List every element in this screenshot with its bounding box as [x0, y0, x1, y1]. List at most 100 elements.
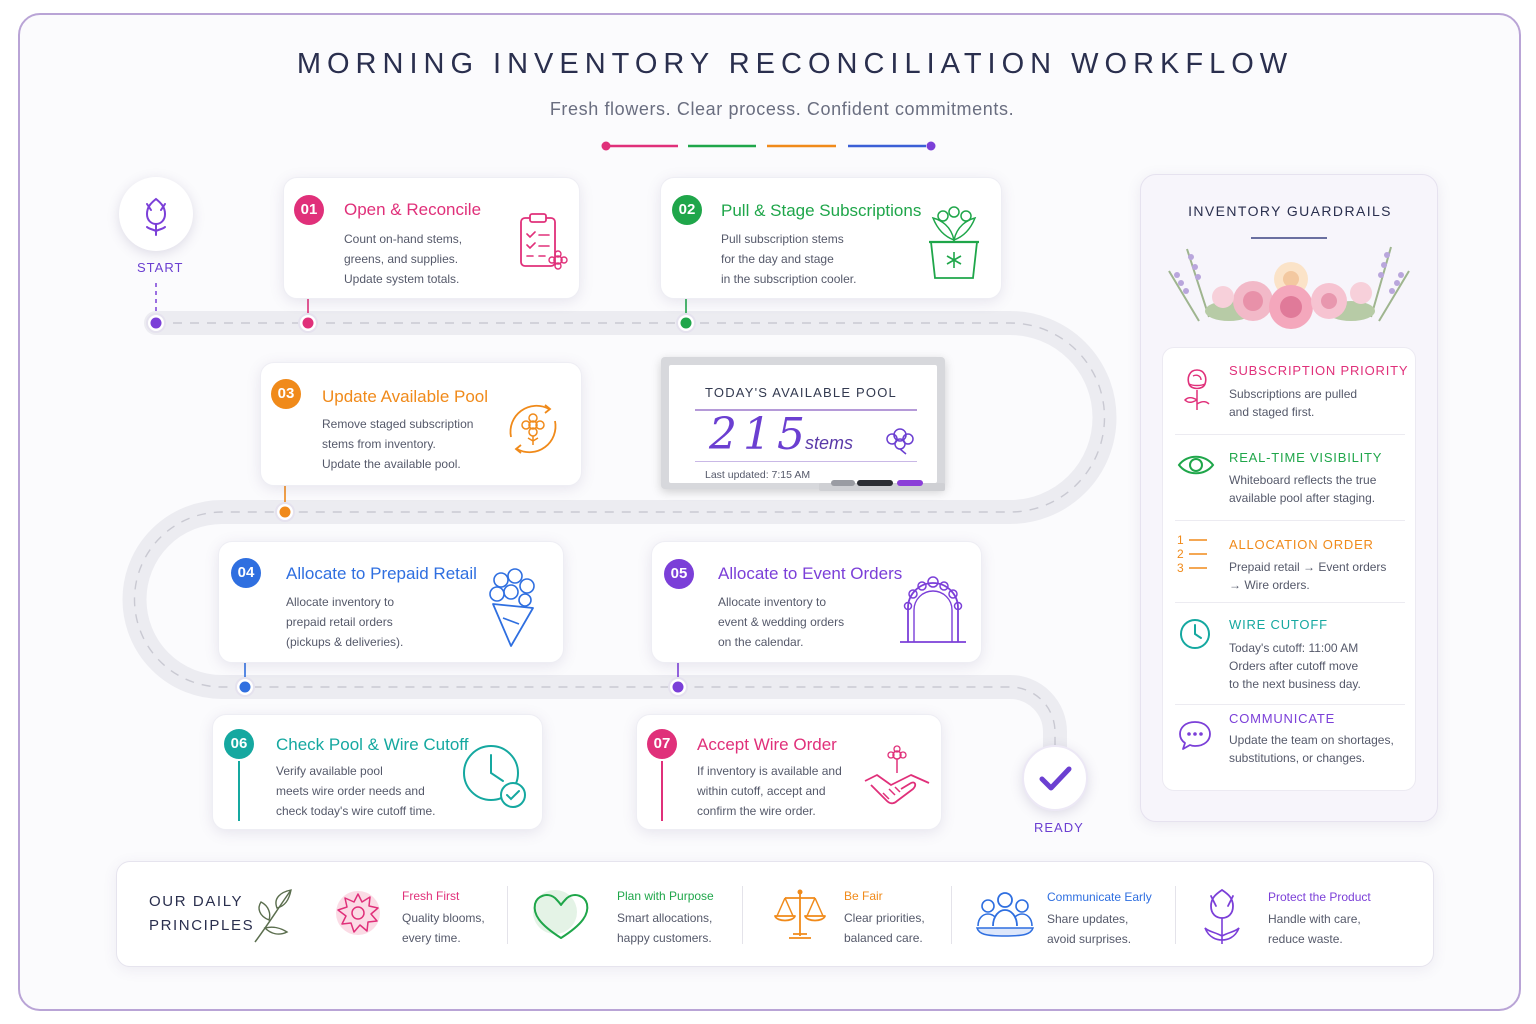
guardrail-communicate: COMMUNICATE Update the team on shortages…	[1163, 706, 1417, 790]
step-title-02: Pull & Stage Subscriptions	[721, 201, 922, 220]
floral-arch-icon	[900, 576, 966, 643]
whiteboard-heading: TODAY'S AVAILABLE POOL	[705, 385, 897, 400]
principle-title-1: Fresh First	[402, 889, 460, 903]
step-line-07	[661, 761, 663, 821]
step-badge-02: 02	[672, 195, 702, 225]
step-card-05: 05 Allocate to Event Orders Allocate inv…	[651, 541, 982, 663]
guardrail-body-1: Subscriptions are pulled and staged firs…	[1229, 387, 1358, 419]
step-title-05: Allocate to Event Orders	[718, 564, 903, 583]
step-card-01: 01 Open & Reconcile Count on-hand stems,…	[283, 177, 580, 299]
step-body-07: If inventory is available and within cut…	[697, 764, 842, 818]
rose-icon	[1183, 369, 1210, 410]
step-title-06: Check Pool & Wire Cutoff	[276, 735, 469, 754]
step-card-06: 06 Check Pool & Wire Cutoff Verify avail…	[212, 714, 543, 830]
step-card-02: 02 Pull & Stage Subscriptions Pull subsc…	[660, 177, 1002, 299]
chat-bubble-icon	[1179, 721, 1211, 750]
step-badge-06: 06	[224, 729, 254, 759]
ready-node	[1022, 745, 1088, 811]
checkmark-icon	[1039, 766, 1072, 791]
svg-text:2: 2	[1177, 547, 1184, 561]
principle-communicate-early: Communicate Early Share updates, avoid s…	[975, 862, 1175, 968]
guardrail-title-2: REAL-TIME VISIBILITY	[1229, 450, 1383, 465]
eye-icon	[1177, 455, 1215, 475]
start-node	[119, 177, 193, 251]
guardrail-separator	[1175, 704, 1405, 705]
daily-principles-bar: OUR DAILY PRINCIPLES Fresh First Quality…	[116, 861, 1434, 967]
principle-body-2: Smart allocations, happy customers.	[617, 911, 713, 945]
plant-cooler-icon	[929, 206, 979, 279]
step-badge-05: 05	[664, 559, 694, 589]
ready-label: READY	[1034, 820, 1084, 835]
numbered-list-icon: 1 2 3	[1177, 534, 1207, 574]
step-card-03: 03 Update Available Pool Remove staged s…	[260, 362, 582, 486]
step-line-06	[238, 761, 240, 821]
guardrail-separator	[1175, 602, 1405, 603]
principle-body-5: Handle with care, reduce waste.	[1268, 912, 1361, 946]
guardrail-real-time-visibility: REAL-TIME VISIBILITY Whiteboard reflects…	[1163, 436, 1417, 520]
guardrail-body-2: Whiteboard reflects the true available p…	[1229, 473, 1377, 505]
principle-title-5: Protect the Product	[1268, 890, 1371, 904]
principle-separator	[742, 886, 743, 944]
team-icon	[975, 892, 1035, 937]
marker-gray	[831, 480, 855, 486]
tulip-icon	[145, 197, 167, 236]
clipboard-checklist-icon	[520, 213, 568, 270]
bouquet-icon	[489, 568, 535, 647]
whiteboard-divider-bottom	[695, 461, 917, 463]
step-card-07: 07 Accept Wire Order If inventory is ava…	[636, 714, 942, 830]
principles-heading: OUR DAILY PRINCIPLES	[149, 893, 255, 934]
guardrails-title: INVENTORY GUARDRAILS	[1188, 203, 1392, 219]
step-body-04: Allocate inventory to prepaid retail ord…	[286, 595, 404, 649]
guardrail-wire-cutoff: WIRE CUTOFF Today's cutoff: 11:00 AM Ord…	[1163, 604, 1417, 706]
step-badge-01: 01	[294, 195, 324, 225]
start-label: START	[137, 260, 184, 275]
page-title: MORNING INVENTORY RECONCILIATION WORKFLO…	[296, 48, 1294, 80]
step-body-06: Verify available pool meets wire order n…	[276, 764, 436, 818]
principle-body-4: Share updates, avoid surprises.	[1047, 912, 1132, 946]
principle-separator	[1175, 886, 1176, 944]
guardrails-list: SUBSCRIPTION PRIORITY Subscriptions are …	[1162, 347, 1416, 791]
heart-icon	[533, 890, 589, 939]
step-body-05: Allocate inventory to event & wedding or…	[718, 595, 845, 649]
principle-title-4: Communicate Early	[1047, 890, 1152, 904]
scale-icon	[774, 889, 826, 939]
marker-black	[857, 480, 893, 486]
step-body-01: Count on-hand stems, greens, and supplie…	[344, 232, 463, 286]
svg-text:1: 1	[1177, 534, 1184, 547]
whiteboard-surface: TODAY'S AVAILABLE POOL 215 stems Last up…	[669, 365, 937, 483]
svg-text:3: 3	[1177, 561, 1184, 574]
step-badge-03: 03	[271, 379, 301, 409]
clock-check-icon	[463, 745, 526, 808]
inventory-guardrails-panel: INVENTORY GUARDRAILS SUBSC	[1140, 174, 1438, 822]
guardrail-body-4: Today's cutoff: 11:00 AM Orders after cu…	[1229, 641, 1361, 691]
guardrail-title-3: ALLOCATION ORDER	[1229, 537, 1374, 552]
marker-purple	[897, 480, 923, 486]
step-badge-04: 04	[231, 558, 261, 588]
principle-fresh-first: Fresh First Quality blooms, every time.	[329, 862, 499, 968]
guardrail-subscription-priority: SUBSCRIPTION PRIORITY Subscriptions are …	[1163, 348, 1417, 432]
leaf-sprig-icon	[254, 889, 292, 943]
principle-separator	[507, 886, 508, 944]
handshake-flower-icon	[864, 745, 930, 805]
principle-body-3: Clear priorities, balanced care.	[844, 911, 925, 945]
clock-icon	[1180, 619, 1210, 649]
step-body-02: Pull subscription stems for the day and …	[721, 232, 857, 286]
guardrail-body-5: Update the team on shortages, substituti…	[1229, 733, 1394, 765]
principle-protect-the-product: Protect the Product Handle with care, re…	[1197, 862, 1397, 968]
guardrails-title-rule	[1251, 237, 1327, 239]
step-title-01: Open & Reconcile	[344, 200, 482, 219]
available-pool-whiteboard: TODAY'S AVAILABLE POOL 215 stems Last up…	[661, 357, 945, 491]
principle-be-fair: Be Fair Clear priorities, balanced care.	[767, 862, 947, 968]
flower-arrangement-illustration	[1168, 246, 1410, 329]
step-body-03: Remove staged subscription stems from in…	[322, 417, 474, 471]
guardrail-separator	[1175, 434, 1405, 435]
step-badge-07: 07	[647, 729, 677, 759]
marker-tray	[819, 480, 945, 491]
whiteboard-updated: Last updated: 7:15 AM	[705, 469, 811, 481]
step-card-04: 04 Allocate to Prepaid Retail Allocate i…	[218, 541, 564, 663]
principle-title-2: Plan with Purpose	[617, 889, 714, 903]
principle-separator	[951, 886, 952, 944]
guardrail-title-4: WIRE CUTOFF	[1229, 617, 1328, 632]
tulip-icon	[1204, 888, 1240, 944]
principle-title-3: Be Fair	[844, 889, 883, 903]
